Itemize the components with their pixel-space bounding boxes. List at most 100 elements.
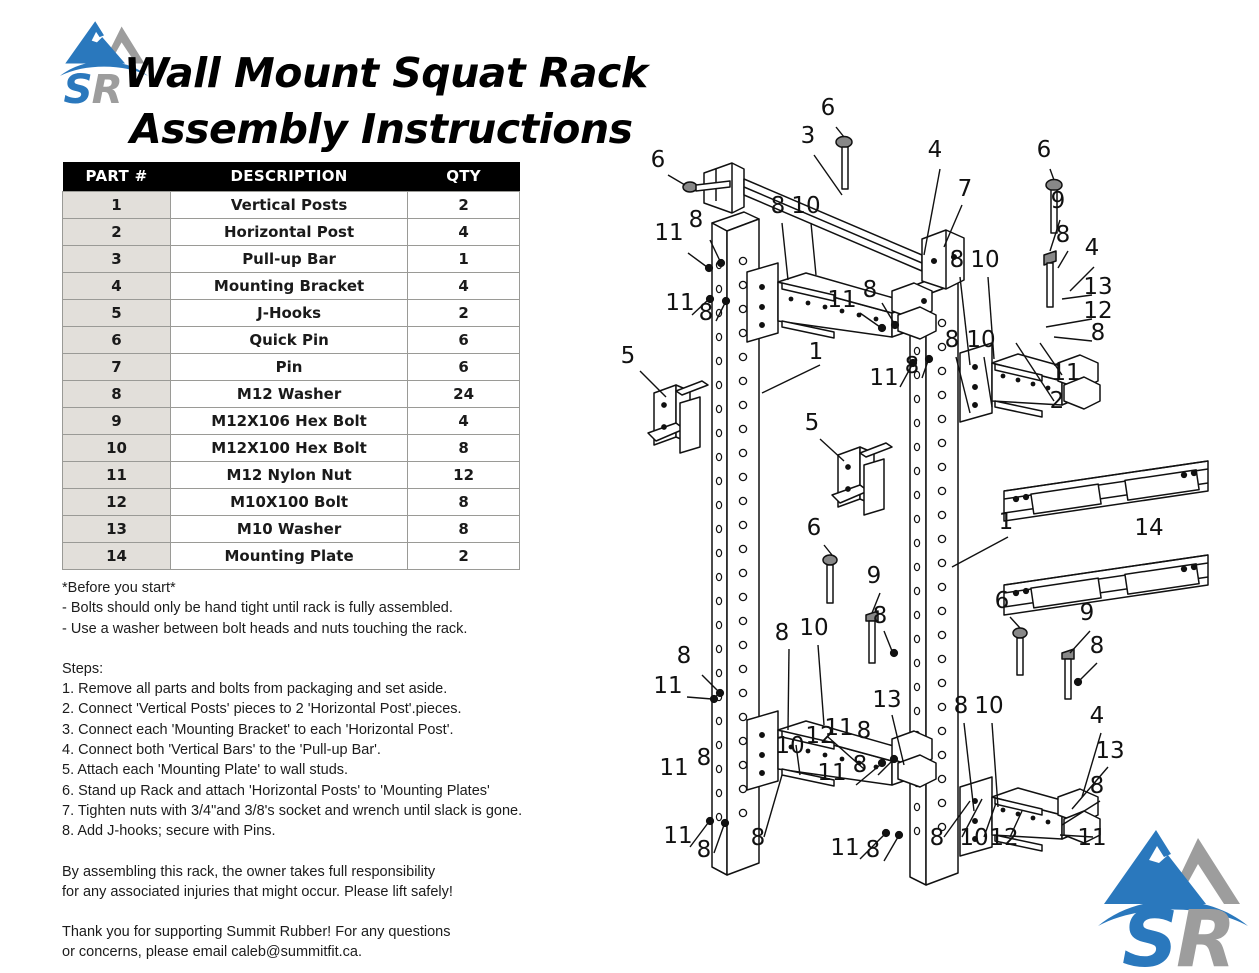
cell-part: 5 (62, 299, 171, 327)
quick-pin-lower-right (1012, 627, 1028, 676)
quick-pin-mid-left (822, 554, 838, 604)
step-item: 4. Connect both 'Vertical Bars' to the '… (62, 742, 381, 759)
callout-number: 10 (775, 733, 804, 759)
cell-part: 12 (62, 488, 171, 516)
callout-number: 11 (653, 673, 682, 699)
thanks-line: Thank you for supporting Summit Rubber! … (62, 924, 451, 941)
cell-part: 3 (62, 245, 171, 273)
cell-part: 14 (62, 542, 171, 570)
cell-qty: 24 (407, 380, 520, 408)
callout-number: 8 (699, 300, 714, 326)
callout-number: 11 (663, 823, 692, 849)
callout-number: 6 (995, 588, 1010, 614)
cell-part: 7 (62, 353, 171, 381)
cell-description: Pin (169, 353, 409, 381)
cell-part: 11 (62, 461, 171, 489)
callout-number: 11 (665, 290, 694, 316)
step-item: 2. Connect 'Vertical Posts' pieces to 2 … (62, 701, 462, 718)
callout-number: 6 (651, 147, 666, 173)
callout-number: 9 (1080, 600, 1095, 626)
callout-number: 8 (853, 752, 868, 778)
step-item: 6. Stand up Rack and attach 'Horizontal … (62, 782, 490, 799)
callout-number: 11 (869, 365, 898, 391)
callout-number: 8 (1090, 633, 1105, 659)
svg-text:S: S (1122, 895, 1178, 968)
callout-number: 13 (1083, 274, 1112, 300)
svg-text:R: R (1176, 895, 1236, 968)
callout-number: 10 (799, 615, 828, 641)
pull-up-bar-bracket-right (921, 229, 965, 290)
cell-qty: 4 (407, 218, 520, 246)
callout-number: 11 (817, 760, 846, 786)
vertical-post-left (711, 211, 760, 876)
mounting-plate-lower (1003, 554, 1209, 616)
cell-qty: 8 (407, 488, 520, 516)
step-item: 7. Tighten nuts with 3/4"and 3/8's socke… (62, 802, 523, 819)
callout-number: 4 (1090, 703, 1105, 729)
before-item: - Bolts should only be hand tight until … (62, 600, 453, 617)
cell-part: 6 (62, 326, 171, 354)
mounting-plate-upper (1003, 460, 1209, 522)
callout-number: 9 (1051, 188, 1066, 214)
callout-number: 1 (999, 509, 1014, 535)
step-item: 1. Remove all parts and bolts from packa… (62, 681, 448, 698)
step-item: 3. Connect each 'Mounting Bracket' to ea… (62, 721, 454, 738)
callout-number: 13 (1095, 738, 1124, 764)
callout-number: 11 (1077, 825, 1106, 851)
spacer (62, 902, 607, 922)
horizontal-post-lower-left (746, 710, 937, 791)
cell-qty: 8 (407, 515, 520, 543)
cell-description: M12X106 Hex Bolt (169, 407, 409, 435)
callout-number: 10 (966, 327, 995, 353)
cell-description: Mounting Plate (169, 542, 409, 570)
callout-number: 11 (824, 715, 853, 741)
callout-number: 14 (1134, 515, 1163, 541)
title-block: S R Wall Mount Squat Rack Assembly Instr… (52, 12, 648, 162)
cell-qty: 2 (407, 542, 520, 570)
callout-number: 12 (1083, 298, 1112, 324)
callout-number: 8 (1056, 222, 1071, 248)
cell-description: J-Hooks (169, 299, 409, 327)
cell-description: Mounting Bracket (169, 272, 409, 300)
callout-number: 8 (775, 620, 790, 646)
callout-number: 8 (697, 837, 712, 863)
diagram-svg: 6 6 3 4 6 7 9 8 10 8 4 11 8 8 10 13 12 8… (621, 95, 1209, 886)
page-title-line-2: Assembly Instructions (130, 105, 633, 153)
callout-number: 8 (873, 603, 888, 629)
cell-part: 9 (62, 407, 171, 435)
disclaimer-line: By assembling this rack, the owner takes… (62, 863, 436, 880)
callout-number: 8 (863, 277, 878, 303)
page-title-line-1: Wall Mount Squat Rack (124, 49, 648, 97)
step-item: 5. Attach each 'Mounting Plate' to wall … (62, 762, 349, 779)
callout-number: 1 (809, 339, 824, 365)
cell-qty: 12 (407, 461, 520, 489)
callout-number: 10 (791, 193, 820, 219)
table-header-row: PART # DESCRIPTION QTY (62, 162, 520, 192)
callout-labels: 6 6 3 4 6 7 9 8 10 8 4 11 8 8 10 13 12 8… (621, 95, 1164, 863)
cell-qty: 6 (407, 353, 520, 381)
j-hook-lower (831, 442, 893, 516)
quick-pin-top-left (682, 180, 731, 193)
callout-number: 10 (974, 693, 1003, 719)
cell-qty: 2 (407, 191, 520, 219)
cell-part: 4 (62, 272, 171, 300)
cell-part: 2 (62, 218, 171, 246)
cell-description: Vertical Posts (169, 191, 409, 219)
steps-heading: Steps: (62, 660, 104, 677)
cell-description: M12 Nylon Nut (169, 461, 409, 489)
callout-number: 11 (830, 835, 859, 861)
callout-number: 5 (621, 343, 636, 369)
callout-number: 8 (950, 247, 965, 273)
callout-number: 11 (827, 287, 856, 313)
left-column: S R Wall Mount Squat Rack Assembly Instr… (0, 0, 648, 973)
